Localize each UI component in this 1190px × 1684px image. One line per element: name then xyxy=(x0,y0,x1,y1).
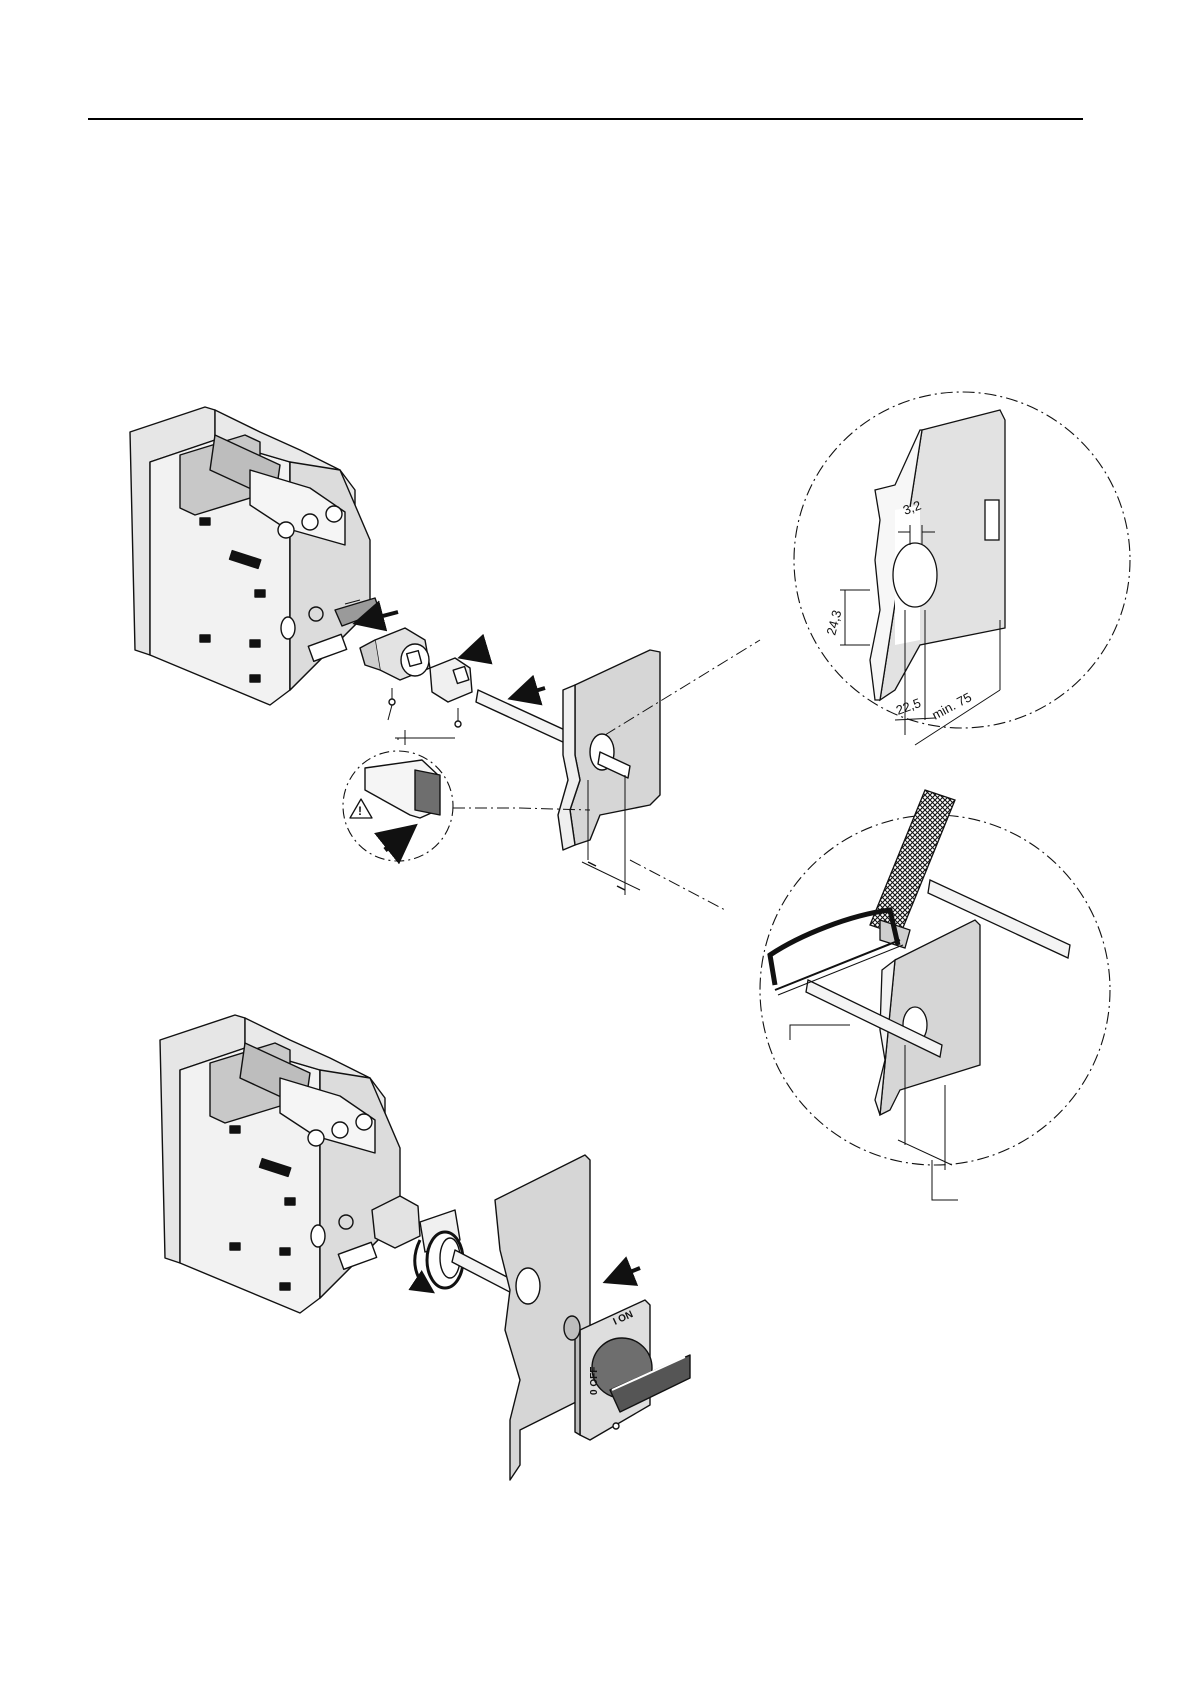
push-arrow-icon xyxy=(465,650,485,656)
shaft-adapter-top xyxy=(430,658,472,727)
circuit-breaker-top xyxy=(130,407,380,705)
handle-off-label: 0 OFF xyxy=(589,1367,600,1395)
panel-door-top xyxy=(570,650,660,845)
panel-cutout-detail: 3,2 24,3 22,5 min. 75 xyxy=(794,392,1130,745)
warning-detail: ! xyxy=(343,751,453,861)
coupling-top xyxy=(360,628,430,720)
shaft-cut-detail xyxy=(760,790,1110,1200)
circuit-breaker-bottom xyxy=(160,1015,400,1313)
push-arrow-icon xyxy=(515,688,545,697)
svg-text:!: ! xyxy=(358,804,362,818)
bottom-assembly: I ON 0 OFF xyxy=(160,1015,690,1480)
push-arrow-icon xyxy=(610,1268,640,1280)
top-assembly: ! xyxy=(130,407,660,895)
